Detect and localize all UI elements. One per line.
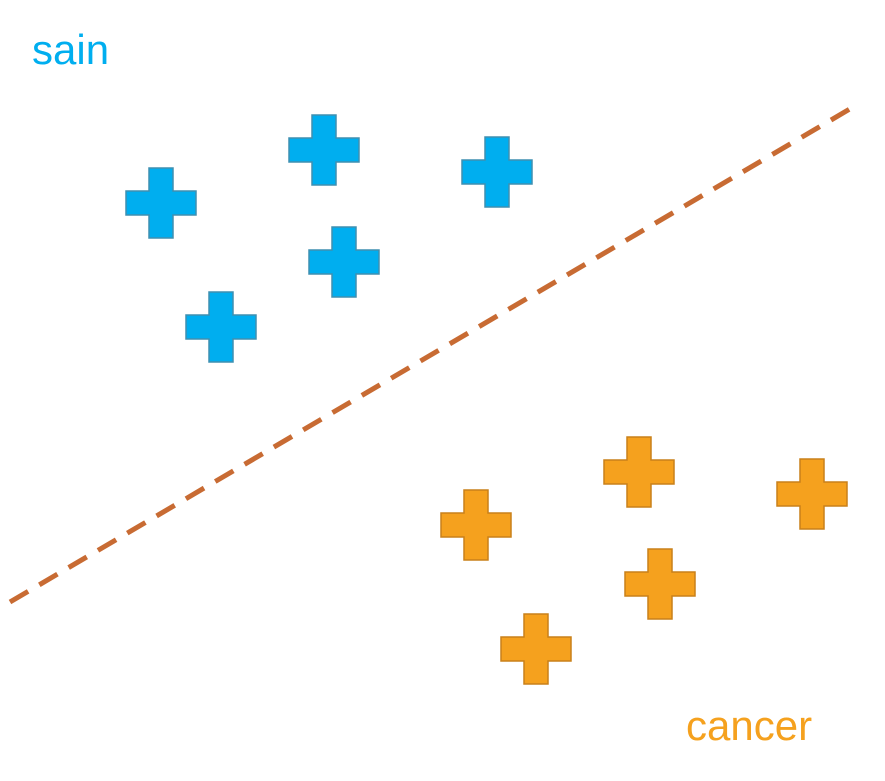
cancer-plus-icon — [776, 458, 848, 530]
healthy-plus-icon — [308, 226, 380, 298]
cancer-cluster — [440, 436, 848, 685]
healthy-plus-icon — [461, 136, 533, 208]
healthy-label: sain — [32, 26, 109, 73]
cancer-label: cancer — [686, 702, 812, 749]
decision-boundary-line — [8, 100, 862, 605]
healthy-plus-icon — [125, 167, 197, 239]
cancer-plus-icon — [603, 436, 675, 508]
cancer-plus-icon — [624, 548, 696, 620]
healthy-plus-icon — [288, 114, 360, 186]
healthy-plus-icon — [185, 291, 257, 363]
cancer-plus-icon — [440, 489, 512, 561]
cancer-plus-icon — [500, 613, 572, 685]
healthy-cluster — [125, 114, 533, 363]
